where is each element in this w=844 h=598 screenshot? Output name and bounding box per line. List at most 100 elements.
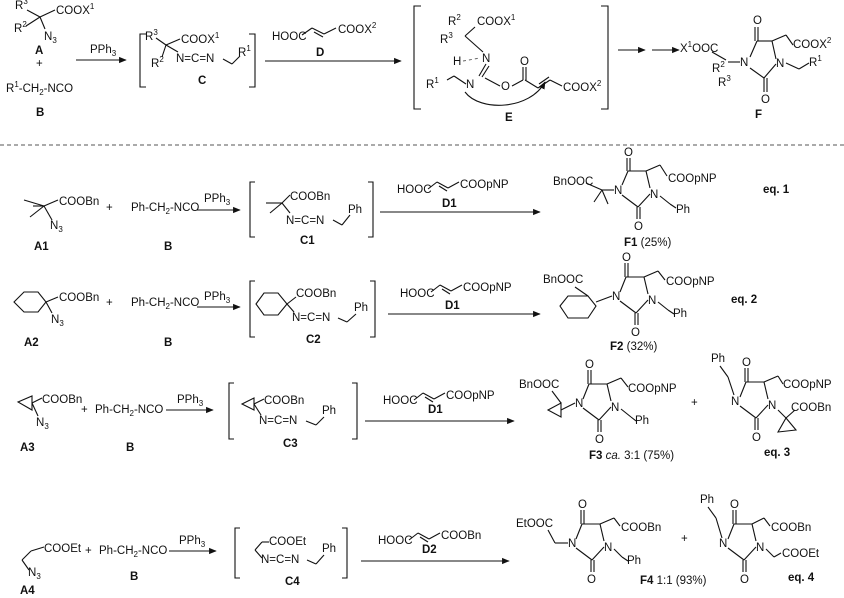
A3-group: COOBn (42, 394, 82, 406)
F4-n2: N (604, 542, 612, 554)
C3-group: COOBn (264, 395, 304, 407)
label-B: B (36, 107, 44, 119)
F4-right: COOBn (621, 522, 661, 534)
compound-A: COOX1 R3 R2 N3 A (14, 0, 95, 57)
F3b-o2: O (752, 432, 761, 444)
D-left: HOOC (272, 31, 307, 43)
label-A2: A2 (24, 337, 39, 349)
A2-n3: N3 (51, 314, 64, 328)
plus-eq1: + (106, 202, 113, 214)
compound-C1: COOBn N=C=N Ph C1 (266, 191, 362, 247)
compound-F4-isomer2: Ph N O O COOBn N COOEt (700, 494, 820, 586)
compound-E: R2 R3 COOX1 H N N R1 O O COOX2 E (426, 13, 602, 124)
A-n3: N3 (44, 31, 57, 45)
A-r2: R2 (14, 20, 27, 35)
plus-eq4: + (85, 545, 92, 557)
label-D1-eq3: D1 (428, 404, 443, 416)
label-D1-eq1: D1 (442, 198, 457, 210)
C4-ph: Ph (322, 543, 336, 555)
E-n-bottom: N (466, 79, 474, 91)
F-n1: N (740, 57, 748, 69)
F4b-n2: N (756, 542, 764, 554)
F3b-n2: N (768, 400, 776, 412)
F2-caption: F2 (32%) (610, 341, 657, 353)
F4b-o2: O (740, 574, 749, 586)
C2-group: COOBn (296, 288, 336, 300)
D2-right: COOBn (441, 530, 481, 542)
A-r3: R3 (15, 0, 28, 12)
D1-right-eq2: COOpNP (463, 282, 512, 294)
A1-n3: N3 (50, 220, 63, 234)
F3-o1: O (585, 359, 594, 371)
eq2-label: eq. 2 (731, 294, 757, 306)
C2-chain: N=C=N (292, 312, 330, 324)
E-right: COOX2 (563, 79, 602, 94)
A4-n3: N3 (28, 567, 41, 581)
compound-D2: HOOC COOBn D2 (378, 530, 481, 556)
label-A: A (35, 45, 43, 57)
F1-n2: N (650, 189, 658, 201)
eq4-label: eq. 4 (788, 572, 815, 584)
E-r3: R3 (440, 31, 453, 46)
compound-C4: COOEt N=C=N Ph C4 (254, 536, 336, 588)
F4b-group: COOEt (782, 548, 820, 560)
F-o2: O (761, 94, 770, 106)
C4-group: COOEt (269, 536, 307, 548)
compound-F2: BnOOC N O O COOpNP N Ph F2 (32%) (543, 252, 715, 353)
E-h: H (453, 56, 461, 68)
F1-ph: Ph (676, 204, 690, 216)
label-C: C (198, 75, 206, 87)
D1-left-eq3: HOOC (383, 395, 418, 407)
label-B-eq4: B (130, 571, 138, 583)
E-group: COOX1 (477, 13, 516, 28)
A2-group: COOBn (59, 292, 99, 304)
F3b-o1: O (742, 357, 751, 369)
C1-chain: N=C=N (286, 215, 324, 227)
F-r2: R2 (712, 60, 725, 75)
reagent-eq1: PPh3 (204, 193, 231, 207)
E-n-top: N (482, 53, 490, 65)
compound-A2: COOBn N3 A2 (13, 291, 99, 349)
F3b-n1: N (731, 396, 739, 408)
eq4-row: COOEt N3 A4 + Ph-CH2-NCO B PPh3 COOEt N=… (20, 494, 820, 597)
label-A1: A1 (34, 241, 49, 253)
eq3-row: COOBn N3 A3 + Ph-CH2-NCO B PPh3 COOBn N=… (16, 353, 832, 462)
F3-o2: O (595, 434, 604, 446)
reagent-pph3-general: PPh3 (90, 44, 117, 58)
label-B-eq3: B (126, 442, 134, 454)
compound-D1-eq2: HOOC COOpNP D1 (400, 282, 512, 312)
F3b-right: COOpNP (783, 379, 832, 391)
C3-ph: Ph (322, 405, 336, 417)
reagent-eq4: PPh3 (179, 535, 206, 549)
F1-caption: F1 (25%) (624, 237, 671, 249)
eq2-row: COOBn N3 A2 + Ph-CH2-NCO B PPh3 COOBn N=… (13, 252, 757, 353)
F1-n1: N (614, 185, 622, 197)
F-r3: R3 (718, 74, 731, 89)
B-eq2: Ph-CH2-NCO (131, 297, 199, 311)
plus-general: + (36, 58, 43, 70)
F2-o2: O (631, 327, 640, 339)
reagent-eq3: PPh3 (177, 394, 204, 408)
F2-left: BnOOC (543, 274, 583, 286)
C-group: COOX1 (181, 31, 220, 46)
compound-B: R1-CH2-NCO B (6, 80, 73, 119)
plus-eq3: + (81, 404, 88, 416)
eq3-label: eq. 3 (764, 447, 790, 459)
compound-D: HOOC COOX2 D (272, 21, 377, 59)
label-B-eq2: B (164, 337, 172, 349)
A-group: COOX1 (56, 2, 95, 17)
F4b-o1: O (730, 499, 739, 511)
B-eq4: Ph-CH2-NCO (99, 545, 167, 559)
E-o2: O (520, 56, 529, 68)
F3-left: BnOOC (519, 379, 559, 391)
label-D1-eq2: D1 (445, 300, 460, 312)
label-C3: C3 (283, 438, 298, 450)
F4-left: EtOOC (516, 518, 553, 530)
label-D: D (316, 47, 324, 59)
C4-chain: N=C=N (261, 554, 299, 566)
F-r1: R1 (809, 54, 822, 69)
F-right: COOX2 (793, 36, 832, 51)
reagent-eq2: PPh3 (204, 291, 231, 305)
label-A3: A3 (20, 442, 35, 454)
F4-o2: O (587, 574, 596, 586)
